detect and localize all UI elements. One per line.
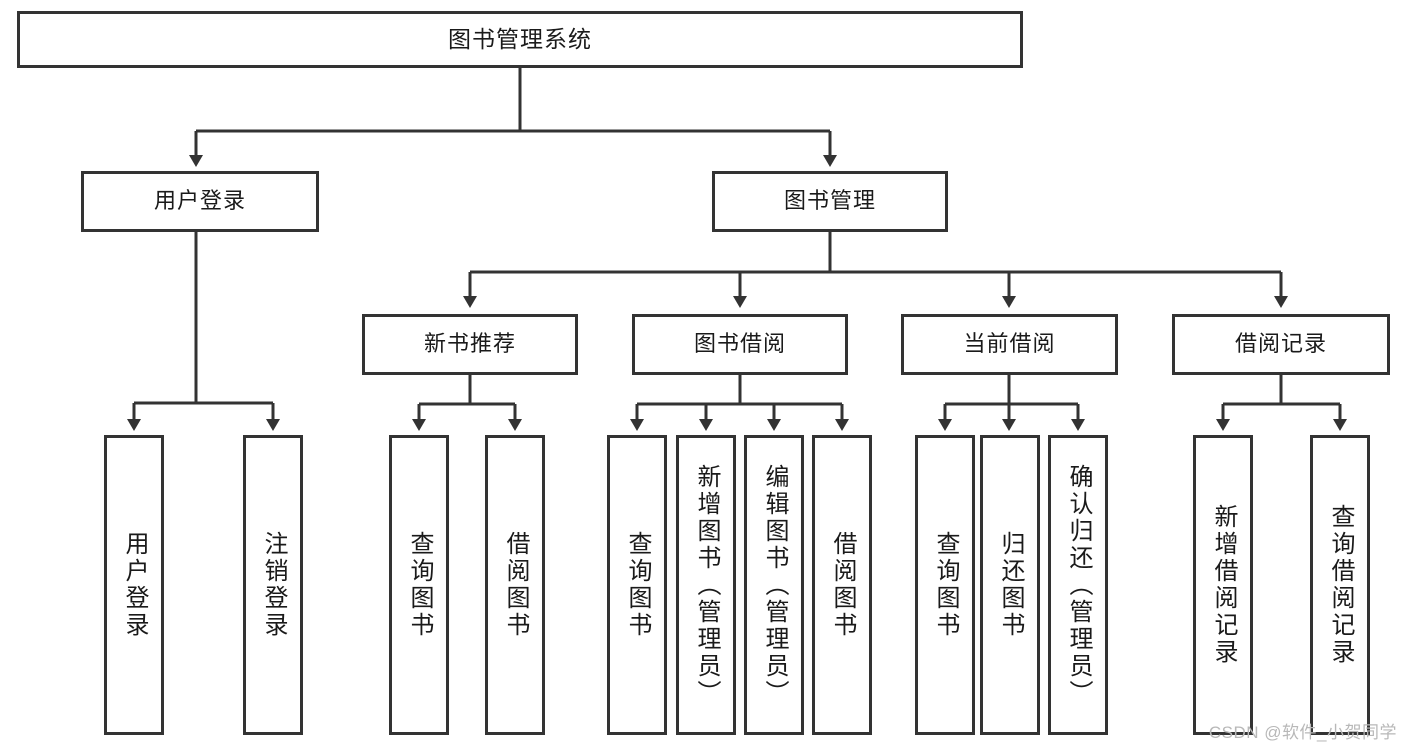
- node-label: 用户登录: [121, 531, 148, 639]
- node-label: 新增借阅记录: [1210, 504, 1237, 666]
- leaf-new-book-borrow-book[interactable]: 借阅图书: [485, 435, 545, 735]
- node-label: 借阅图书: [502, 531, 529, 639]
- node-book-borrow[interactable]: 图书借阅: [632, 314, 848, 375]
- node-label: 图书借阅: [693, 331, 786, 357]
- leaf-book-borrow-edit-book-admin[interactable]: 编辑图书（管理员）: [744, 435, 804, 735]
- node-label: 确认归还（管理员）: [1065, 463, 1092, 707]
- node-label: 新书推荐: [423, 331, 516, 357]
- leaf-book-borrow-query-book[interactable]: 查询图书: [607, 435, 667, 735]
- node-label: 借阅图书: [829, 531, 856, 639]
- node-book-management[interactable]: 图书管理: [712, 171, 948, 232]
- leaf-book-borrow-borrow-book[interactable]: 借阅图书: [812, 435, 872, 735]
- node-current-borrow[interactable]: 当前借阅: [901, 314, 1118, 375]
- node-label: 归还图书: [997, 531, 1024, 639]
- node-root-book-management-system[interactable]: 图书管理系统: [17, 11, 1023, 68]
- leaf-user-login-signout[interactable]: 注销登录: [243, 435, 303, 735]
- node-label: 用户登录: [153, 188, 246, 214]
- leaf-current-borrow-query-book[interactable]: 查询图书: [915, 435, 975, 735]
- node-label: 注销登录: [260, 531, 287, 639]
- node-label: 借阅记录: [1234, 331, 1327, 357]
- leaf-user-login-signin[interactable]: 用户登录: [104, 435, 164, 735]
- node-label: 图书管理系统: [448, 25, 592, 52]
- node-label: 查询借阅记录: [1327, 504, 1354, 666]
- node-label: 当前借阅: [963, 331, 1056, 357]
- node-label: 新增图书（管理员）: [693, 463, 720, 707]
- leaf-current-borrow-confirm-return-admin[interactable]: 确认归还（管理员）: [1048, 435, 1108, 735]
- node-label: 编辑图书（管理员）: [761, 463, 788, 707]
- node-label: 查询图书: [932, 531, 959, 639]
- leaf-new-book-query-book[interactable]: 查询图书: [389, 435, 449, 735]
- leaf-borrow-record-add-record[interactable]: 新增借阅记录: [1193, 435, 1253, 735]
- node-borrow-record[interactable]: 借阅记录: [1172, 314, 1390, 375]
- node-label: 查询图书: [624, 531, 651, 639]
- leaf-book-borrow-add-book-admin[interactable]: 新增图书（管理员）: [676, 435, 736, 735]
- leaf-current-borrow-return-book[interactable]: 归还图书: [980, 435, 1040, 735]
- node-user-login[interactable]: 用户登录: [81, 171, 319, 232]
- leaf-borrow-record-query-record[interactable]: 查询借阅记录: [1310, 435, 1370, 735]
- node-label: 查询图书: [406, 531, 433, 639]
- node-label: 图书管理: [783, 188, 876, 214]
- node-new-book-recommend[interactable]: 新书推荐: [362, 314, 578, 375]
- watermark-text: CSDN @软件_小贺同学: [1208, 723, 1397, 742]
